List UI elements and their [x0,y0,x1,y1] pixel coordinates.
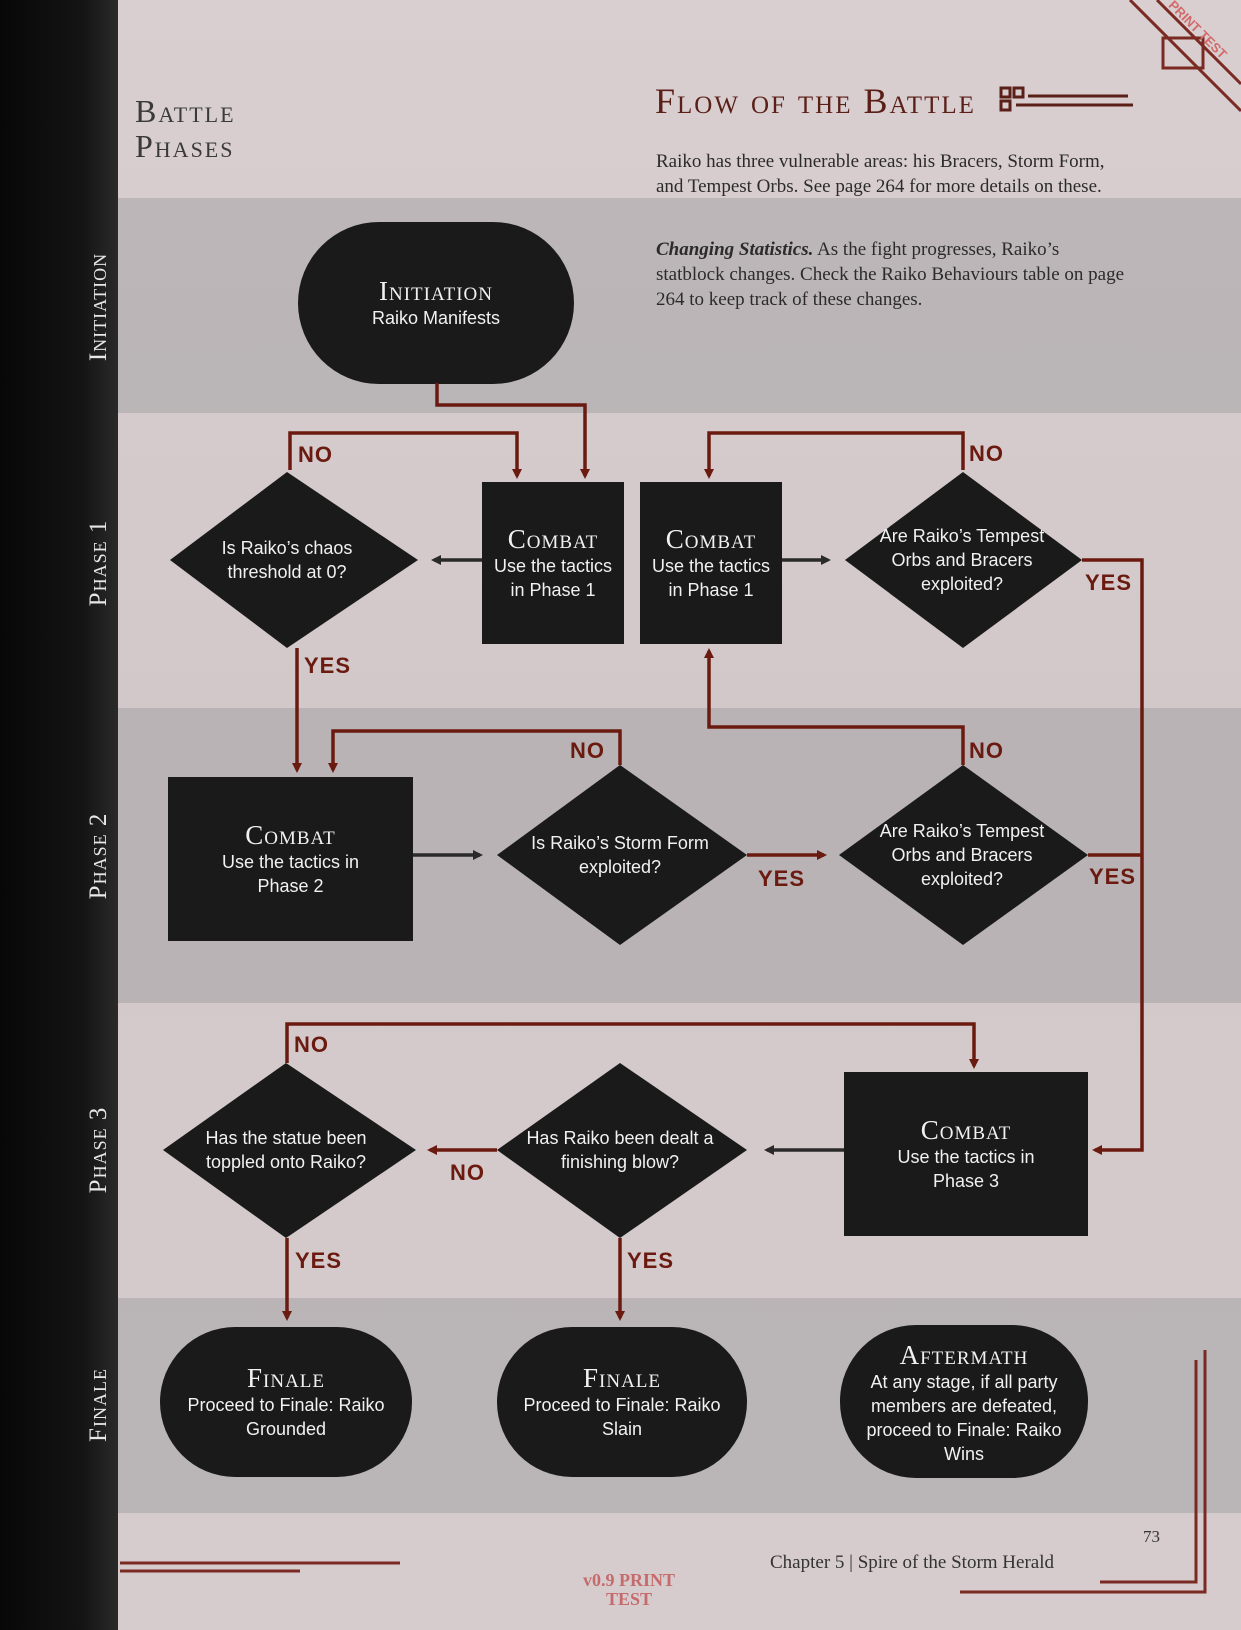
arrow-initiation-to-combat [435,383,590,479]
node-combat-p1a-body: Use the tactics in Phase 1 [493,556,613,600]
node-q-chaos-body: Is Raiko’s chaos threshold at 0? [221,538,353,582]
node-finale-slain-body: Proceed to Finale: Raiko Slain [523,1395,721,1439]
label-orbs2-yes: YES [1089,864,1137,889]
finale-slain-shape [497,1327,747,1477]
label-storm-yes: YES [758,866,806,891]
finale-grounded-shape [160,1327,412,1477]
node-initiation-body: Raiko Manifests [371,308,501,328]
stats-text: As the fight progresses, Raiko’s statblo… [656,239,1125,310]
node-finale-slain: Finale Proceed to Finale: Raiko Slain [515,1327,729,1477]
node-q-chaos: Is Raiko’s chaos threshold at 0? [212,520,362,600]
arrow-orbs2-no [704,648,965,765]
page-title: Flow of the Battle [655,81,976,121]
initiation-shape [298,222,574,384]
stats-paragraph: Changing Statistics. As the fight progre… [656,237,1126,312]
stats-label: Changing Statistics. [656,239,814,260]
label-chaos-yes: YES [304,653,352,678]
combat-p1a-shape [482,482,624,644]
arrow-chaos-no [288,431,522,479]
label-chaos-no: NO [298,442,333,467]
section-title-line2: Phases [135,128,235,164]
arrow-statue-no [285,1022,979,1069]
aftermath-shape [840,1325,1088,1478]
node-combat-p1a-title: Combat [507,524,599,554]
sidebar [0,0,118,1630]
label-orbs2-no: NO [969,738,1004,763]
print-test-mark: v0.9 PRINT TEST [582,1570,675,1609]
node-q-orbs2-body: Are Raiko’s Tempest Orbs and Bracers exp… [879,821,1045,889]
arrow-orbs1-no [704,431,965,479]
node-q-statue: Has the statue been toppled onto Raiko? [204,1110,368,1190]
page-number: 73 [1143,1527,1160,1546]
node-combat-p3-title: Combat [920,1115,1012,1145]
q-statue-shape [163,1063,416,1238]
node-q-storm: Is Raiko’s Storm Form exploited? [528,815,712,895]
node-aftermath-body: At any stage, if all party members are d… [866,1372,1062,1464]
node-initiation: Initiation Raiko Manifests [298,222,574,384]
label-storm-no: NO [570,738,605,763]
q-chaos-shape [170,472,418,648]
node-aftermath-title: Aftermath [899,1340,1029,1370]
node-combat-p3: Combat Use the tactics in Phase 3 [844,1072,1088,1236]
node-combat-p2-title: Combat [245,820,336,850]
node-combat-p2: Combat Use the tactics in Phase 2 [168,777,413,941]
node-finale-slain-title: Finale [583,1363,661,1393]
combat-p1b-shape [640,482,782,644]
label-statue-no: NO [294,1032,329,1057]
node-combat-p1b-body: Use the tactics in Phase 1 [651,556,771,600]
label-orbs1-yes: YES [1085,570,1133,595]
combat-p3-shape [844,1072,1088,1236]
node-finale-grounded-body: Proceed to Finale: Raiko Grounded [187,1395,385,1439]
node-finale-grounded: Finale Proceed to Finale: Raiko Grounded [178,1327,394,1477]
node-q-statue-body: Has the statue been toppled onto Raiko? [205,1128,367,1172]
label-orbs1-no: NO [969,441,1004,466]
node-aftermath: Aftermath At any stage, if all party mem… [862,1328,1066,1478]
q-orbs1-shape [845,472,1082,648]
node-combat-p1b: Combat Use the tactics in Phase 1 [643,482,779,644]
q-storm-shape [497,765,747,945]
node-combat-p3-body: Use the tactics in Phase 3 [897,1147,1035,1191]
section-title: Battle Phases [135,94,236,164]
node-combat-p2-body: Use the tactics in Phase 2 [221,852,360,896]
node-initiation-title: Initiation [379,276,493,306]
q-orbs2-shape [839,765,1088,945]
node-combat-p1a: Combat Use the tactics in Phase 1 [485,482,621,644]
node-q-orbs1-body: Are Raiko’s Tempest Orbs and Bracers exp… [879,526,1045,594]
arrow-storm-no [328,729,622,773]
node-q-finishing-body: Has Raiko been dealt a finishing blow? [526,1128,714,1172]
chapter-footer: Chapter 5 | Spire of the Storm Herald [770,1552,1054,1573]
combat-p2-shape [168,777,413,941]
q-finishing-shape [497,1063,747,1238]
node-combat-p1b-title: Combat [665,524,757,554]
node-q-orbs1: Are Raiko’s Tempest Orbs and Bracers exp… [876,515,1048,605]
intro-text: Raiko has three vulnerable areas: his Br… [656,151,1105,197]
title-ornament-icon [999,86,1133,112]
label-statue-yes: YES [295,1248,343,1273]
label-finishing-yes: YES [627,1248,675,1273]
node-q-finishing: Has Raiko been dealt a finishing blow? [520,1110,720,1190]
node-q-storm-body: Is Raiko’s Storm Form exploited? [531,833,709,877]
node-finale-grounded-title: Finale [247,1363,325,1393]
node-q-orbs2: Are Raiko’s Tempest Orbs and Bracers exp… [876,810,1048,900]
label-finishing-no: NO [450,1160,485,1185]
section-title-line1: Battle [135,93,236,129]
